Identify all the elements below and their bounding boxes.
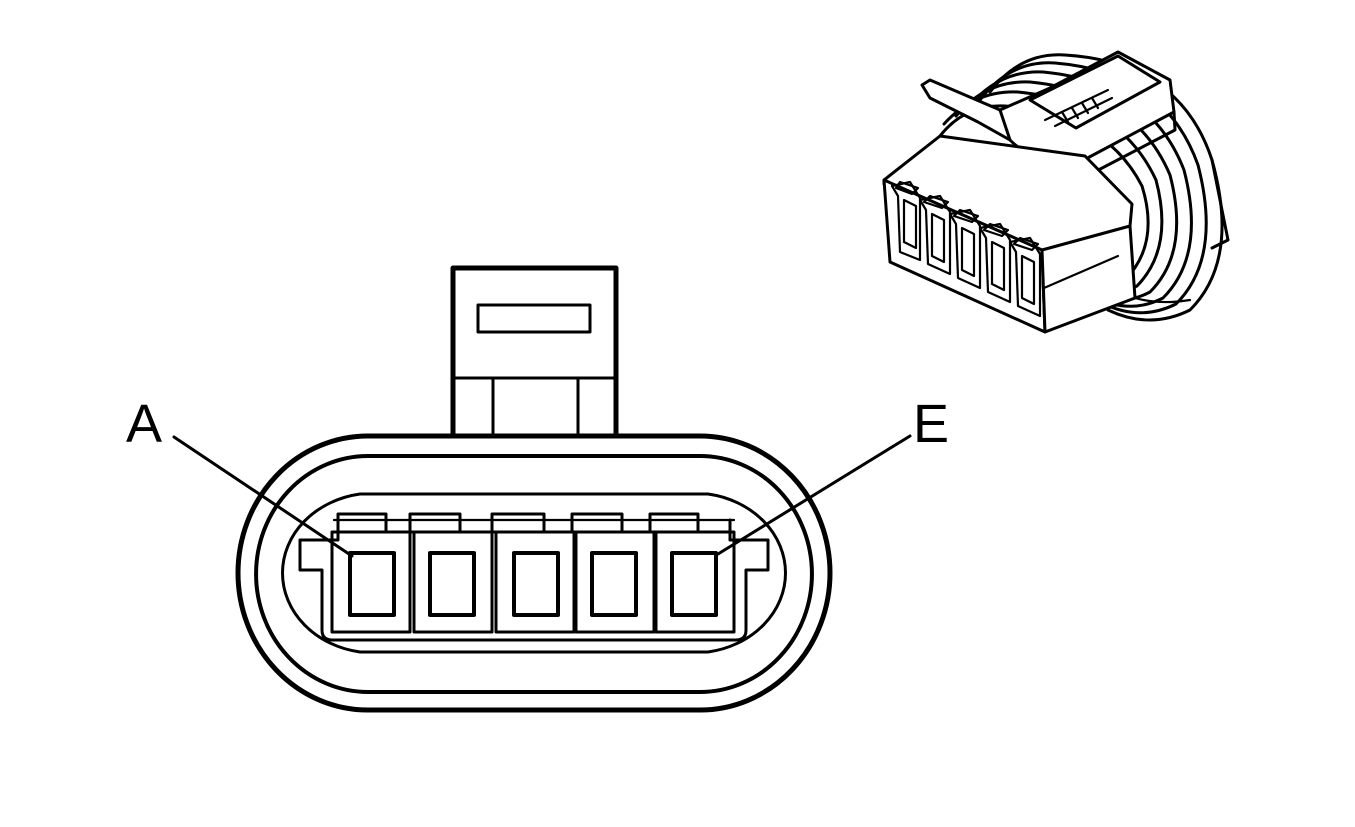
terminal-cavity-e <box>648 512 736 634</box>
isometric-terminal-cavities <box>890 180 1042 318</box>
locking-tab <box>450 265 619 439</box>
terminal-latch-d <box>570 512 624 534</box>
pin-label-a: A <box>126 394 162 454</box>
isometric-front-housing <box>882 134 1192 334</box>
terminal-cavity-block <box>298 518 770 642</box>
terminal-latch-e <box>648 512 700 534</box>
terminal-opening-e <box>670 551 718 617</box>
connector-isometric-view <box>882 50 1230 334</box>
seal-groove <box>281 492 787 654</box>
terminal-opening-d <box>590 551 638 617</box>
terminal-latch-b <box>408 512 462 534</box>
terminal-cavity-a <box>330 512 412 634</box>
terminal-latch-a <box>336 512 388 534</box>
connector-face-view: A E <box>126 265 949 713</box>
terminal-cavity-c <box>490 512 576 634</box>
terminal-latch-c <box>490 512 546 534</box>
terminal-opening-c <box>512 551 560 617</box>
housing-inner-shell <box>254 454 814 694</box>
pin-label-e: E <box>913 394 949 454</box>
terminal-cavities <box>330 512 736 634</box>
leader-line-e <box>716 434 912 556</box>
terminal-opening-b <box>428 551 476 617</box>
housing-outer-shell <box>235 433 833 713</box>
leader-line-a <box>172 435 354 558</box>
terminal-cavity-b <box>408 512 494 634</box>
isometric-locking-latch <box>920 50 1177 180</box>
terminal-opening-a <box>348 551 396 617</box>
terminal-cavity-d <box>570 512 656 634</box>
